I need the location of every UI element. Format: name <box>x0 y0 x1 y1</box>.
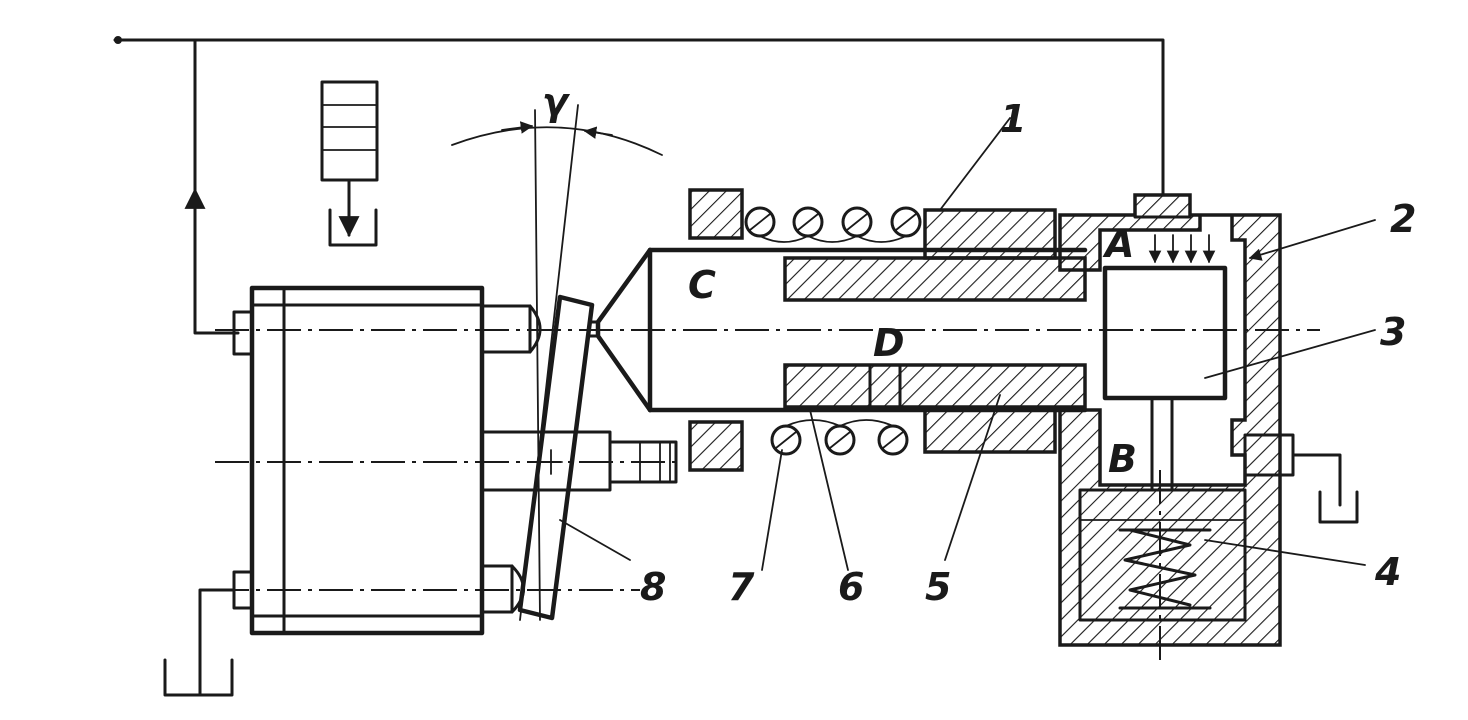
label-D: D <box>873 321 905 365</box>
label-8: 8 <box>640 565 666 609</box>
return-spring <box>1118 528 1212 610</box>
label-3: 3 <box>1380 310 1406 354</box>
label-B: B <box>1108 437 1137 481</box>
pressure-arrows <box>1148 234 1216 264</box>
leader-5 <box>944 394 1001 561</box>
tank-symbol-3 <box>163 658 234 697</box>
upper-spring <box>744 206 922 243</box>
leader-8 <box>559 519 631 561</box>
feedback-line <box>193 38 240 335</box>
label-5: 5 <box>925 565 951 609</box>
label-C: C <box>688 263 716 307</box>
valve-spool <box>1102 265 1228 492</box>
label-1: 1 <box>1000 97 1026 141</box>
valve-housing <box>1058 193 1359 647</box>
leader-1 <box>939 117 1011 211</box>
center-lines <box>215 329 1320 665</box>
label-6: 6 <box>838 565 864 609</box>
label-A: A <box>1102 222 1134 266</box>
leader-7 <box>761 449 783 571</box>
tank-symbol-1 <box>328 208 378 247</box>
label-2: 2 <box>1390 197 1416 241</box>
labels: γ C D A B 1 2 3 4 5 6 7 8 <box>542 80 1416 609</box>
pressure-line <box>113 36 1165 335</box>
label-gamma: γ <box>542 80 571 124</box>
sleeve-assembly <box>688 188 1087 472</box>
throttle-element <box>320 80 379 247</box>
label-7: 7 <box>728 565 755 609</box>
leader-2 <box>1248 219 1376 261</box>
leader-6 <box>809 409 849 571</box>
tank-symbol-2 <box>1318 490 1359 524</box>
leader-lines <box>559 117 1376 571</box>
leader-3 <box>1204 329 1376 379</box>
spring-coils <box>744 206 922 456</box>
label-4: 4 <box>1374 550 1401 594</box>
lower-spring <box>770 419 909 456</box>
swash-plate <box>451 104 663 621</box>
leader-4 <box>1204 539 1366 566</box>
pump-body <box>163 285 678 697</box>
